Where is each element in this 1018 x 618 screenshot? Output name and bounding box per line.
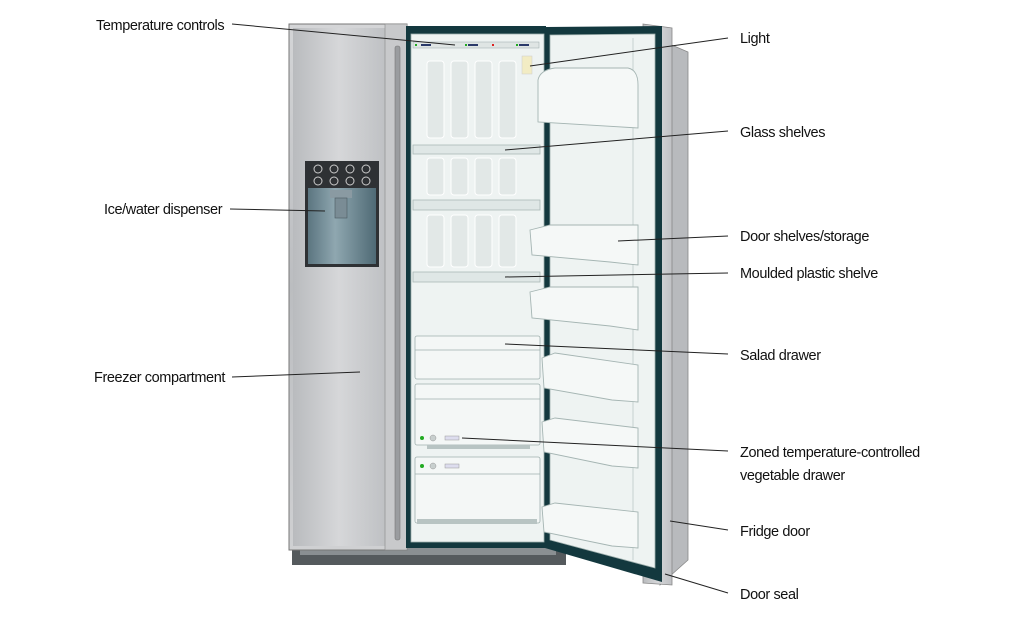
fridge-cabinet [406,26,546,548]
label-door-seal: Door seal [740,587,799,603]
freezer-door [288,23,408,551]
fridge-door [529,23,689,586]
moulded-plastic-shelf [412,271,541,283]
light [521,55,533,75]
salad-drawer [414,335,541,446]
vegetable-drawer [414,434,541,524]
leader-lines [229,23,729,594]
label-salad-drawer: Salad drawer [740,348,821,364]
label-zoned-drawer-line1: Zoned temperature-controlled [740,445,920,461]
label-ice-water-dispenser: Ice/water dispenser [104,202,223,218]
label-light: Light [740,31,770,47]
label-glass-shelves: Glass shelves [740,125,825,141]
ice-water-dispenser [305,161,379,267]
label-zoned-drawer-line2: vegetable drawer [740,468,845,484]
freezer-handle [394,45,401,541]
label-fridge-door: Fridge door [740,524,810,540]
door-shelves [529,67,639,549]
label-freezer-compartment: Freezer compartment [94,370,225,386]
label-door-shelves: Door shelves/storage [740,229,869,245]
label-moulded-plastic-shelve: Moulded plastic shelve [740,266,878,282]
dispenser-buttons [313,164,371,186]
label-temperature-controls: Temperature controls [96,18,224,34]
glass-shelves [412,144,541,283]
